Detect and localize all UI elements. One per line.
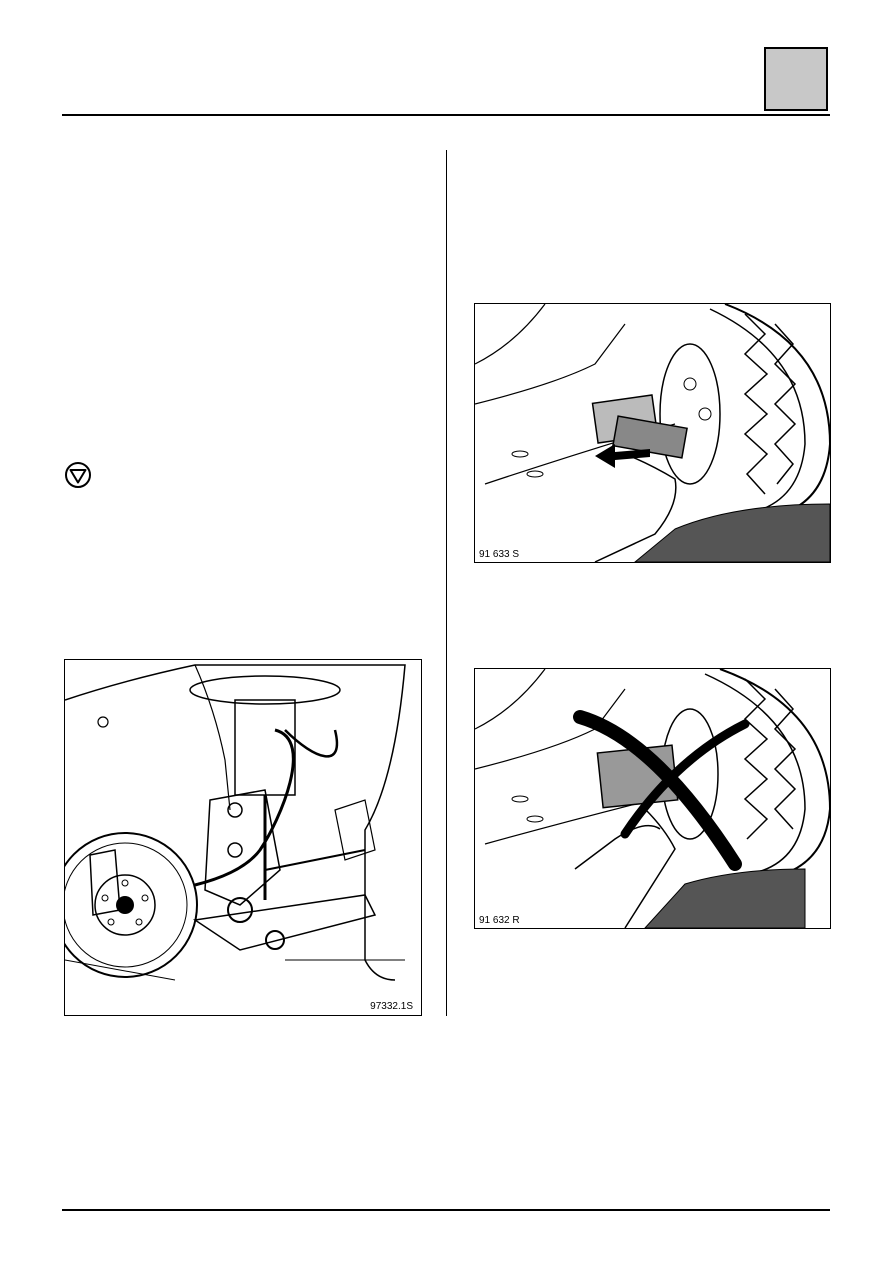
header-rule bbox=[62, 114, 830, 116]
figure-incorrect-method: 91 632 R bbox=[474, 668, 831, 929]
footer-rule bbox=[62, 1209, 830, 1211]
section-tab-box bbox=[764, 47, 828, 111]
figure-caption: 91 633 S bbox=[477, 549, 522, 560]
figure-caption: 91 632 R bbox=[477, 915, 522, 926]
figure-remove-pad: 91 633 S bbox=[474, 303, 831, 563]
warning-icon bbox=[64, 461, 92, 489]
figure-suspension: 97332.1S bbox=[64, 659, 422, 1016]
figure-caption: 97332.1S bbox=[368, 1001, 415, 1012]
column-divider bbox=[446, 150, 447, 1016]
